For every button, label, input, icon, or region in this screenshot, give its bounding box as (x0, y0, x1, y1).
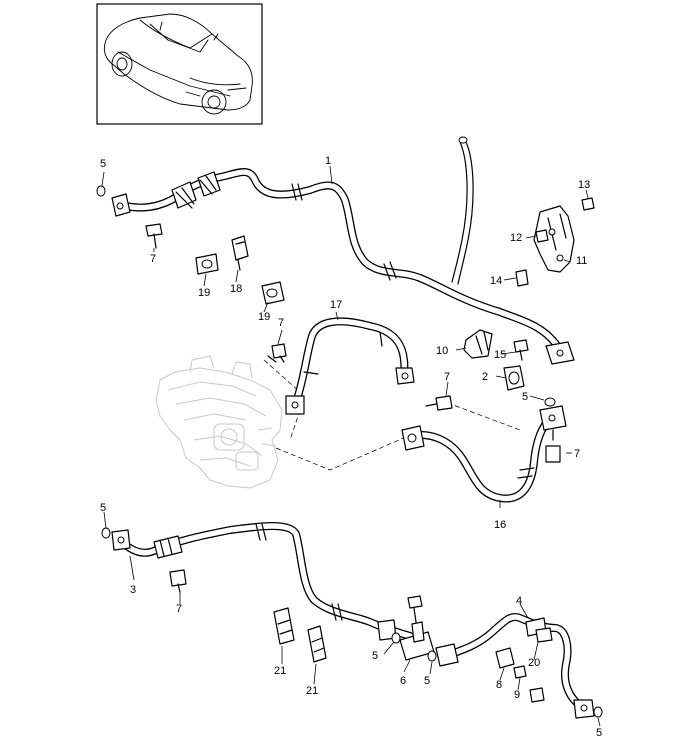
bracket-14 (515, 269, 529, 287)
bolt-15 (513, 339, 529, 361)
alignment-lines (263, 359, 521, 471)
callout-18: 18 (230, 283, 242, 295)
callout-15: 15 (494, 349, 506, 361)
callout-2: 2 (482, 371, 488, 383)
callout-5c: 5 (100, 502, 106, 514)
bolt-lower-right (529, 687, 545, 703)
clip-10 (463, 329, 493, 359)
bolt-9 (513, 665, 527, 679)
lower-line-3-4 (111, 522, 595, 719)
callout-3: 3 (130, 584, 136, 596)
clip-18 (231, 235, 249, 271)
callout-5f: 5 (596, 727, 602, 739)
car-icon (103, 13, 253, 115)
clamp-2 (503, 365, 525, 391)
callout-19b: 19 (258, 311, 270, 323)
o-rings (96, 185, 603, 718)
bracket-11 (533, 205, 575, 273)
callout-21b: 21 (306, 685, 318, 697)
callout-10: 10 (436, 345, 448, 357)
callout-17: 17 (330, 299, 342, 311)
clip-21a (273, 607, 295, 645)
callout-7c: 7 (444, 371, 450, 383)
valve-module-6 (399, 595, 435, 661)
clip-19b (261, 281, 285, 305)
bolt-7c (425, 395, 453, 411)
callout-5a: 5 (100, 158, 106, 170)
clip-21b (307, 625, 327, 663)
refrigerant-line-1 (111, 168, 575, 365)
leader-lines (101, 165, 601, 727)
bolt-12 (535, 229, 549, 243)
callout-19a: 19 (198, 287, 210, 299)
vertical-tube (451, 136, 474, 285)
clip-19a (195, 253, 219, 275)
callout-5b: 5 (522, 391, 528, 403)
callout-5e: 5 (424, 675, 430, 687)
callout-11: 11 (576, 255, 587, 267)
bolt-7a (145, 223, 163, 249)
callout-14: 14 (490, 275, 502, 287)
callout-16: 16 (494, 519, 506, 531)
bolt-7d (545, 429, 561, 463)
callout-4: 4 (516, 595, 522, 607)
callout-8: 8 (496, 679, 502, 691)
callout-9: 9 (514, 689, 520, 701)
callout-20: 20 (528, 657, 540, 669)
callout-7d: 7 (574, 448, 580, 460)
callout-5d: 5 (372, 650, 378, 662)
hose-17 (285, 317, 415, 415)
callout-12: 12 (510, 232, 522, 244)
vehicle-thumbnail (96, 3, 263, 125)
callout-13: 13 (578, 179, 590, 191)
callout-1: 1 (325, 155, 331, 167)
bolt-13 (581, 197, 595, 211)
callout-7a: 7 (150, 253, 156, 265)
engine-block-ghost (155, 355, 283, 489)
callout-labels: 1 2 3 4 5 5 5 5 5 5 6 7 7 7 7 7 8 9 10 1… (100, 155, 602, 739)
clip-8 (495, 647, 515, 669)
callout-6: 6 (400, 675, 406, 687)
callout-21a: 21 (274, 665, 286, 677)
hose-16 (401, 405, 567, 503)
fitting-20 (535, 627, 553, 643)
callout-7b: 7 (278, 317, 284, 329)
callout-7e: 7 (176, 603, 182, 615)
bolt-7b (267, 343, 287, 363)
bolt-7e (169, 569, 187, 593)
